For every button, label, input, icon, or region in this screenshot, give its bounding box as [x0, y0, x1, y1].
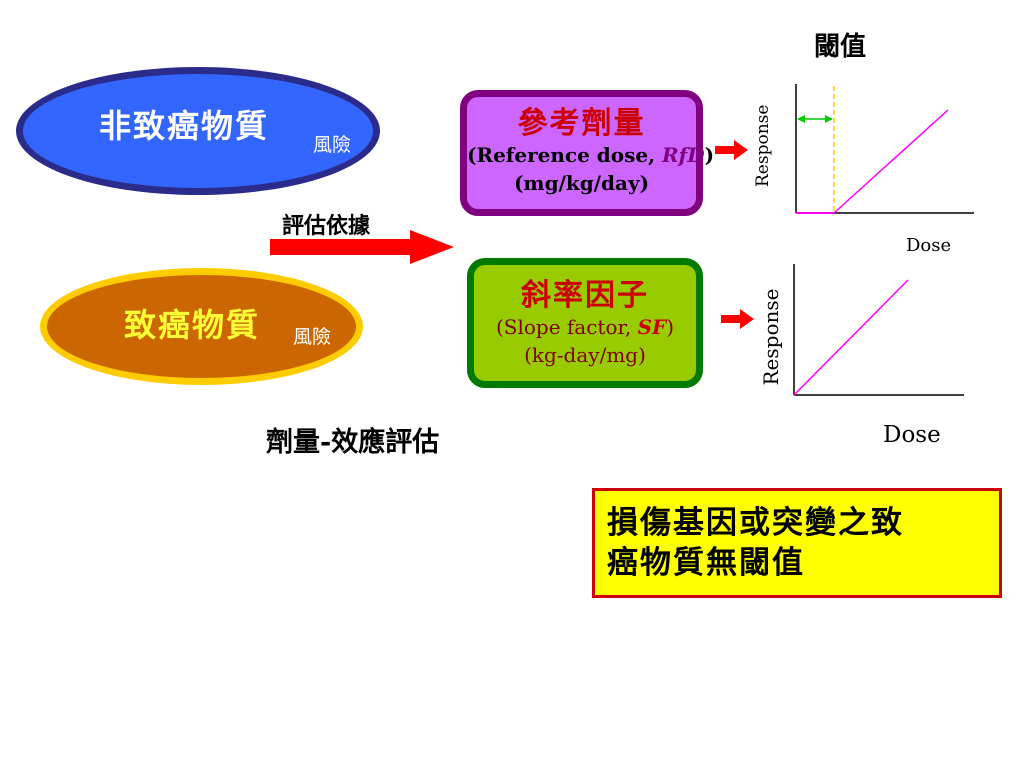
reference-dose-box: 參考劑量 (Reference dose, RfD) (mg/kg/day) — [460, 90, 714, 216]
reference-dose-prefix: (Reference dose, — [467, 143, 663, 167]
linear-graph-ylabel: Response — [759, 288, 783, 386]
assessment-basis-label: 評估依據 — [282, 213, 371, 239]
rfd-to-graph-arrow-icon — [715, 140, 748, 160]
noncarcinogen-ellipse — [16, 67, 380, 195]
threshold-response-curve — [833, 109, 949, 214]
linear-graph — [793, 264, 964, 396]
slope-factor-unit: (kg-day/mg) — [524, 343, 646, 367]
slope-factor-box: 斜率因子 (Slope factor, SF) (kg-day/mg) — [467, 258, 703, 388]
threshold-graph — [795, 84, 974, 214]
noncarcinogen-title: 非致癌物質 — [99, 107, 270, 145]
basis-arrow-icon — [270, 230, 454, 264]
carcinogen-title: 致癌物質 — [124, 306, 261, 344]
no-threshold-note-box: 損傷基因或突變之致 癌物質無閾值 — [592, 488, 1002, 598]
reference-dose-line1: (Reference dose, RfD) — [467, 141, 714, 169]
slope-factor-line1: (Slope factor, SF) — [474, 313, 696, 341]
note-line-1: 損傷基因或突變之致 — [607, 505, 904, 541]
slope-factor-symbol: SF — [637, 315, 667, 339]
threshold-graph-ylabel: Response — [753, 104, 773, 187]
carcinogen-risk-label: 風險 — [293, 326, 332, 348]
threshold-title: 閾值 — [814, 32, 867, 62]
threshold-arrow-left-head — [797, 115, 805, 123]
note-line-2: 癌物質無閾值 — [607, 545, 805, 581]
linear-graph-xlabel: Dose — [883, 422, 941, 448]
slope-factor-suffix: ) — [666, 315, 675, 339]
carcinogen-ellipse — [40, 268, 363, 385]
reference-dose-suffix: ) — [704, 143, 715, 167]
threshold-arrow-right-head — [825, 115, 833, 123]
slope-factor-title: 斜率因子 — [521, 278, 649, 313]
dose-response-title: 劑量-效應評估 — [266, 427, 440, 458]
reference-dose-unit: (mg/kg/day) — [513, 171, 650, 195]
reference-dose-symbol: RfD — [662, 143, 705, 167]
noncarcinogen-risk-label: 風險 — [313, 134, 352, 156]
slope-factor-prefix: (Slope factor, — [495, 315, 638, 339]
sf-to-graph-arrow-icon — [721, 309, 754, 329]
linear-response-curve — [793, 279, 909, 396]
reference-dose-title: 參考劑量 — [517, 106, 646, 141]
threshold-graph-xlabel: Dose — [906, 235, 952, 256]
